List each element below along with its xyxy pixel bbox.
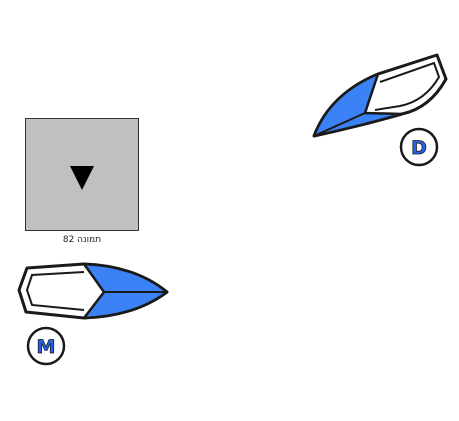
figure-caption: תמונה 82 [62,235,102,245]
badge-d-circle [399,127,439,167]
badge-m: M [26,326,66,366]
boat-m-inner-line [25,271,85,311]
boat-d-inner-line [374,61,441,111]
boat-m [17,262,169,320]
badge-d-label: D [411,137,427,159]
figure-thumbnail [25,118,139,231]
boat-d-keel-line [313,112,366,137]
badge-m-circle [26,326,66,366]
badge-m-label: M [37,336,56,358]
boat-d [312,53,448,138]
badge-d: D [399,127,439,167]
down-triangle-icon [70,166,94,190]
